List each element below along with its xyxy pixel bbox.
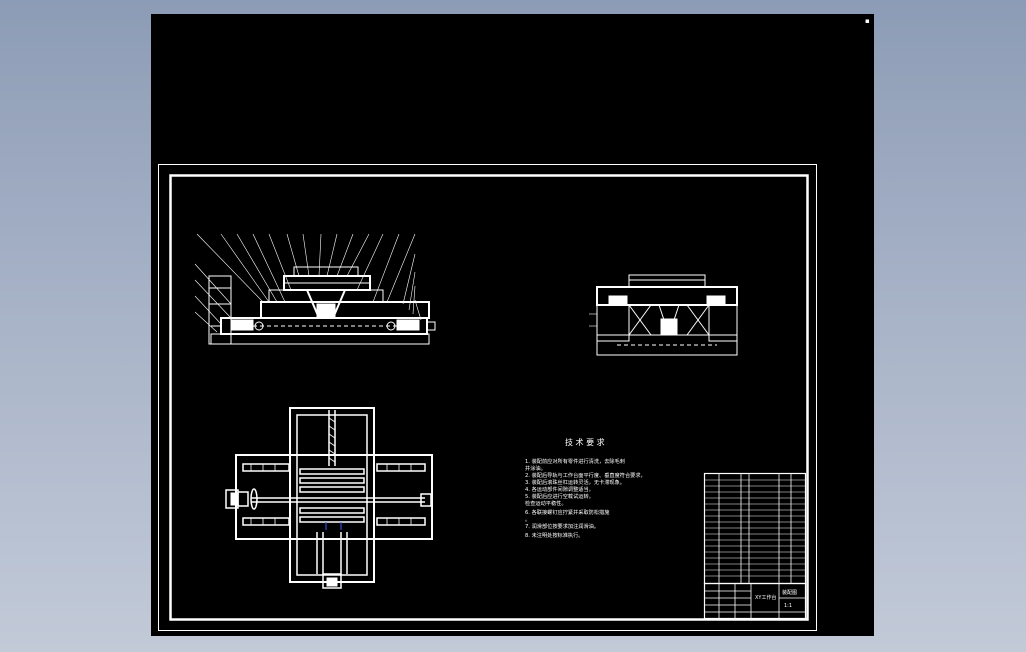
technical-requirements: 技 术 要 求 1. 装配前应对所有零件进行清洗，去除毛刺 并涂油。 2. 装配…	[525, 437, 646, 539]
tech-line: 检查运动平稳性。	[525, 499, 567, 507]
title-block-code: 装配图	[782, 589, 797, 596]
tech-line: 5. 装配后应进行空载试运转，	[525, 492, 594, 500]
side-view	[589, 274, 738, 356]
viewport-marker: ▪	[865, 17, 870, 25]
tech-line: 。	[525, 517, 530, 523]
title-block-name: XY工作台	[755, 594, 776, 601]
tech-line: 4. 各运动部件间隙调整适当，	[525, 485, 594, 493]
tech-line: 6. 各联接螺钉应拧紧并采取防松措施	[525, 508, 609, 516]
tech-line: 7. 润滑部位按要求加注润滑油。	[525, 522, 599, 530]
drawing-viewport[interactable]: ▪	[151, 14, 874, 636]
tech-line: 并涂油。	[525, 464, 546, 472]
title-block-scale: 1:1	[784, 603, 792, 609]
sheet-inner-border	[169, 174, 809, 621]
sheet-outer-border	[158, 164, 817, 631]
plan-view	[225, 407, 433, 589]
cad-drawing: ▪	[158, 17, 870, 631]
tech-line: 2. 装配后导轨与工作台面平行度、垂直度符合要求，	[525, 471, 646, 479]
tech-line: 1. 装配前应对所有零件进行清洗，去除毛刺	[525, 457, 625, 465]
tech-line: 3. 装配后滚珠丝杠运转灵活，无卡滞现象。	[525, 478, 625, 486]
title-block	[703, 582, 807, 620]
tech-line: 8. 未注明处按标准执行。	[525, 531, 583, 539]
parts-list	[703, 472, 807, 585]
front-view	[194, 233, 436, 345]
tech-title: 技 术 要 求	[565, 437, 605, 447]
